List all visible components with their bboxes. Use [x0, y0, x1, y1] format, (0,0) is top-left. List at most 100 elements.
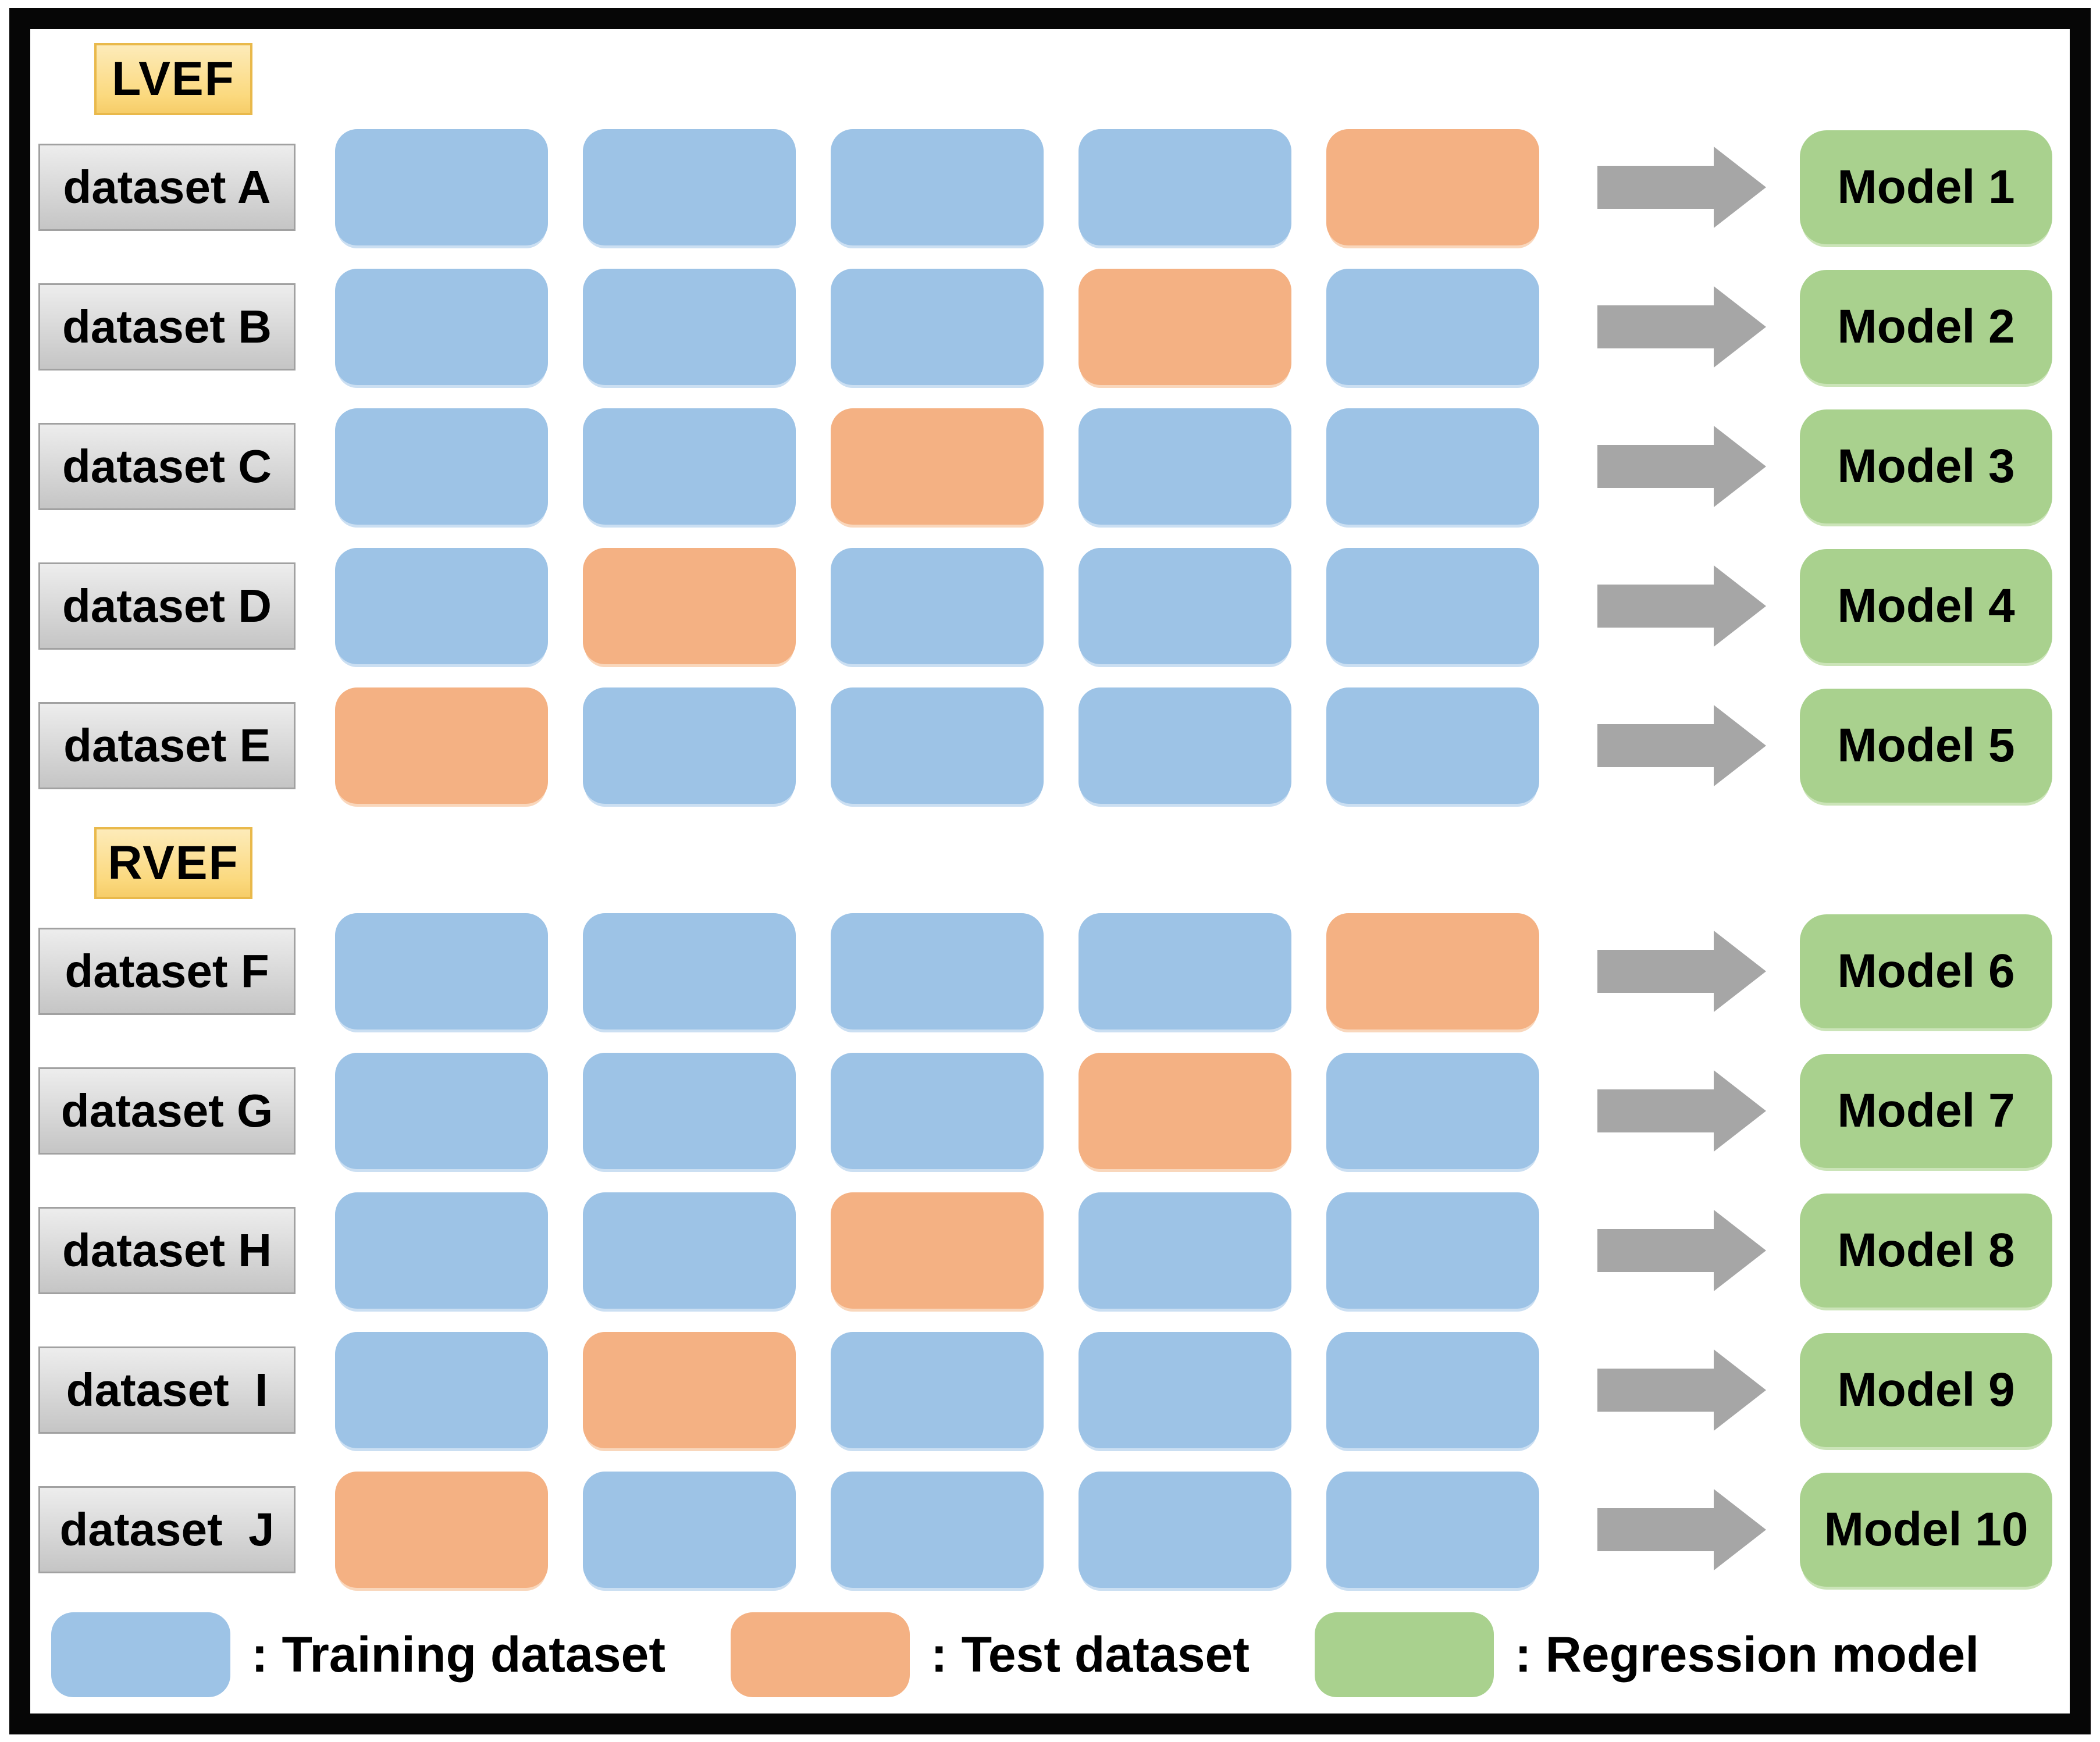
arrow-icon	[1597, 286, 1766, 368]
section-tag-lvef: LVEF	[94, 43, 252, 115]
dataset-cells	[335, 269, 1539, 385]
model-box: Model 5	[1800, 689, 2052, 803]
legend-item-test: : Test dataset	[731, 1612, 1250, 1697]
dataset-label: dataset F	[38, 928, 296, 1015]
test-dataset-cell	[831, 408, 1044, 525]
training-dataset-cell	[583, 269, 796, 385]
training-dataset-cell	[831, 548, 1044, 664]
dataset-cells	[335, 1332, 1539, 1448]
training-dataset-cell	[335, 408, 548, 525]
dataset-cells	[335, 1053, 1539, 1169]
model-box: Model 10	[1800, 1473, 2052, 1587]
training-dataset-cell	[1326, 1332, 1539, 1448]
training-dataset-cell	[831, 269, 1044, 385]
model-box: Model 2	[1800, 270, 2052, 384]
training-dataset-cell	[1079, 687, 1291, 804]
training-dataset-cell	[1326, 687, 1539, 804]
training-dataset-cell	[831, 1053, 1044, 1169]
dataset-row: dataset C Model 3	[38, 408, 2070, 525]
dataset-cells	[335, 408, 1539, 525]
dataset-label: dataset E	[38, 702, 296, 789]
test-dataset-cell	[583, 1332, 796, 1448]
training-dataset-cell	[831, 1332, 1044, 1448]
legend-label-training: : Training dataset	[251, 1626, 666, 1683]
model-box: Model 6	[1800, 914, 2052, 1028]
dataset-cells	[335, 129, 1539, 245]
dataset-cells	[335, 548, 1539, 664]
arrow-icon	[1597, 1070, 1766, 1152]
legend-label-model: : Regression model	[1515, 1626, 1980, 1683]
training-dataset-cell	[583, 408, 796, 525]
arrow-icon	[1597, 1349, 1766, 1431]
test-dataset-cell	[1079, 269, 1291, 385]
training-dataset-cell	[1079, 408, 1291, 525]
dataset-label: dataset C	[38, 423, 296, 510]
dataset-row: dataset A Model 1	[38, 129, 2070, 245]
training-dataset-cell	[1326, 269, 1539, 385]
training-dataset-cell	[335, 1053, 548, 1169]
training-dataset-cell	[831, 913, 1044, 1029]
training-dataset-cell	[1326, 548, 1539, 664]
training-dataset-cell	[1326, 408, 1539, 525]
training-dataset-cell	[831, 129, 1044, 245]
dataset-row: dataset E Model 5	[38, 687, 2070, 804]
test-dataset-cell	[1079, 1053, 1291, 1169]
dataset-row: dataset I Model 9	[38, 1332, 2070, 1448]
training-dataset-cell	[831, 687, 1044, 804]
training-dataset-cell	[583, 129, 796, 245]
arrow-icon	[1597, 931, 1766, 1012]
dataset-label: dataset I	[38, 1346, 296, 1434]
test-dataset-cell	[831, 1192, 1044, 1309]
training-dataset-cell	[1326, 1472, 1539, 1588]
legend-swatch-training	[51, 1612, 230, 1697]
legend-item-training: : Training dataset	[51, 1612, 665, 1697]
model-box: Model 4	[1800, 549, 2052, 663]
training-dataset-cell	[335, 269, 548, 385]
dataset-row: dataset H Model 8	[38, 1192, 2070, 1309]
dataset-row: dataset F Model 6	[38, 913, 2070, 1029]
test-dataset-cell	[1326, 913, 1539, 1029]
dataset-cells	[335, 687, 1539, 804]
dataset-label: dataset J	[38, 1486, 296, 1573]
training-dataset-cell	[831, 1472, 1044, 1588]
test-dataset-cell	[335, 687, 548, 804]
arrow-icon	[1597, 1210, 1766, 1291]
dataset-label: dataset H	[38, 1207, 296, 1294]
training-dataset-cell	[1079, 1332, 1291, 1448]
training-dataset-cell	[583, 687, 796, 804]
model-box: Model 9	[1800, 1333, 2052, 1447]
legend-swatch-test	[731, 1612, 910, 1697]
arrow-icon	[1597, 565, 1766, 647]
test-dataset-cell	[583, 548, 796, 664]
legend-item-model: : Regression model	[1315, 1612, 1979, 1697]
legend: : Training dataset : Test dataset : Regres…	[51, 1611, 2070, 1698]
training-dataset-cell	[583, 1192, 796, 1309]
model-box: Model 3	[1800, 409, 2052, 523]
training-dataset-cell	[335, 548, 548, 664]
training-dataset-cell	[1079, 1472, 1291, 1588]
training-dataset-cell	[1079, 129, 1291, 245]
arrow-icon	[1597, 426, 1766, 507]
section-tag-rvef: RVEF	[94, 827, 252, 899]
model-box: Model 1	[1800, 130, 2052, 244]
arrow-icon	[1597, 705, 1766, 786]
training-dataset-cell	[1326, 1192, 1539, 1309]
dataset-label: dataset A	[38, 144, 296, 231]
dataset-cells	[335, 913, 1539, 1029]
dataset-cells	[335, 1192, 1539, 1309]
training-dataset-cell	[335, 913, 548, 1029]
legend-label-test: : Test dataset	[931, 1626, 1250, 1683]
model-box: Model 8	[1800, 1194, 2052, 1308]
training-dataset-cell	[335, 1332, 548, 1448]
training-dataset-cell	[1326, 1053, 1539, 1169]
test-dataset-cell	[335, 1472, 548, 1588]
arrow-icon	[1597, 147, 1766, 228]
training-dataset-cell	[335, 1192, 548, 1309]
